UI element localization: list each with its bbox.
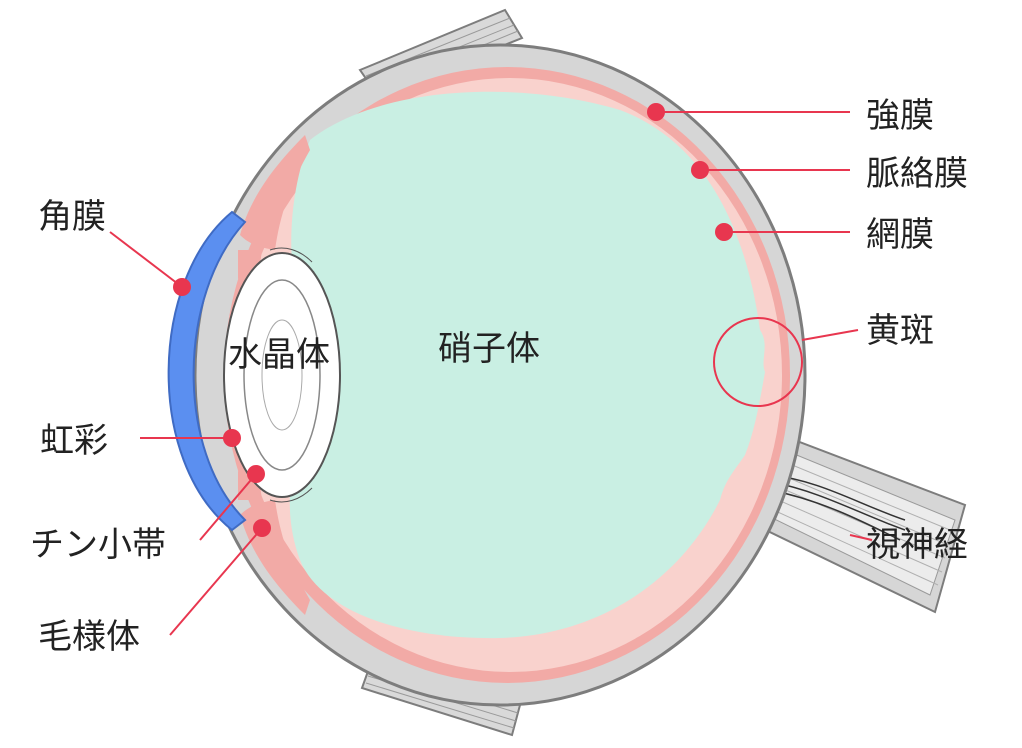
label-macula: 黄斑 [866, 311, 934, 351]
lens [223, 252, 341, 498]
leader-sclera [647, 103, 850, 121]
leader-retina [715, 223, 850, 241]
leader-choroid [691, 161, 850, 179]
label-vitreous: 硝子体 [438, 329, 540, 369]
label-retina: 網膜 [866, 215, 934, 255]
leader-iris [140, 429, 241, 447]
label-cornea: 角膜 [38, 197, 106, 237]
leader-zonule [199, 465, 265, 541]
leader-macula [801, 329, 859, 341]
label-sclera: 強膜 [866, 96, 934, 136]
leader-cornea [109, 231, 191, 296]
leader-optic-nerve [849, 534, 873, 541]
leader-ciliary-body [169, 519, 271, 636]
label-lens: 水晶体 [228, 335, 330, 375]
vitreous-body [289, 91, 765, 639]
label-iris: 虹彩 [40, 421, 108, 461]
label-optic-nerve: 視神経 [866, 525, 968, 565]
label-zonule: チン小帯 [30, 525, 166, 565]
macula-ring [713, 317, 803, 407]
label-choroid: 脈絡膜 [866, 154, 968, 194]
label-ciliary-body: 毛様体 [38, 617, 140, 657]
